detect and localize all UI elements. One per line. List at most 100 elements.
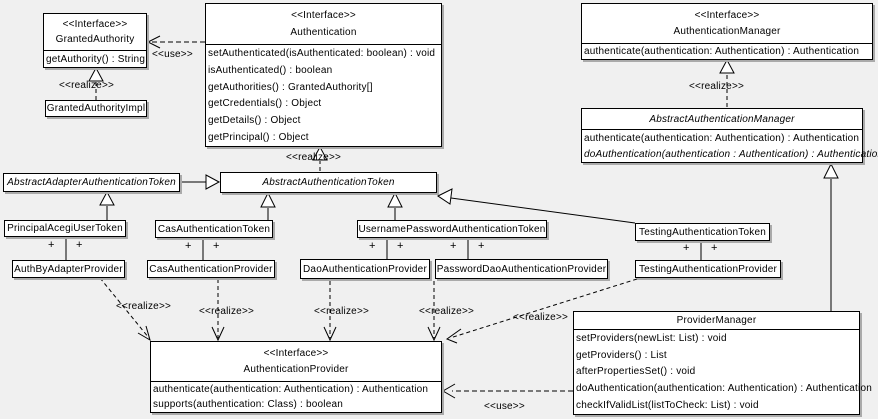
association-end-plus: + — [48, 239, 55, 251]
realize-stereotype-label: <<realize>> — [116, 301, 172, 312]
class-name: AbstractAuthenticationToken — [262, 177, 395, 188]
stereotype-label: <<Interface>> — [291, 10, 356, 21]
realize-stereotype-label: <<realize>> — [199, 306, 255, 317]
association-end-plus: + — [185, 240, 192, 252]
methods-compartment: setProviders(newList: List) : void getPr… — [574, 330, 872, 414]
association-end-plus: + — [683, 242, 690, 254]
method: setAuthenticated(isAuthenticated: boolea… — [208, 47, 436, 59]
class-header: <<Interface>> AuthenticationManager — [582, 4, 872, 44]
methods-compartment: setAuthenticated(isAuthenticated: boolea… — [206, 45, 441, 146]
class-header: AbstractAuthenticationManager — [582, 109, 862, 130]
class-name: TestingAuthenticationProvider — [638, 263, 778, 275]
methods-compartment: authenticate(authentication: Authenticat… — [582, 130, 878, 162]
class-name: PasswordDaoAuthenticationProvider — [436, 263, 607, 275]
method: isAuthenticated() : boolean — [208, 64, 333, 76]
method: checkIfValidList(listToCheck: List) : vo… — [576, 400, 759, 412]
hollow-triangle-icon — [260, 191, 276, 208]
class-auth-by-adapter-provider[interactable]: AuthByAdapterProvider — [12, 260, 125, 278]
class-authentication[interactable]: <<Interface>> Authentication setAuthenti… — [205, 3, 442, 147]
class-abstract-adapter-authentication-token[interactable]: AbstractAdapterAuthenticationToken — [3, 173, 180, 192]
class-authentication-manager[interactable]: <<Interface>> AuthenticationManager auth… — [581, 3, 873, 60]
hollow-triangle-icon — [387, 191, 403, 208]
method: getPrincipal() : Object — [208, 132, 309, 144]
class-cas-authentication-provider[interactable]: CasAuthenticationProvider — [147, 260, 275, 278]
class-name: DaoAuthenticationProvider — [303, 263, 427, 275]
realize-stereotype-label: <<realize>> — [689, 81, 745, 92]
class-name: UsernamePasswordAuthenticationToken — [358, 223, 546, 235]
class-abstract-authentication-manager[interactable]: AbstractAuthenticationManager authentica… — [581, 108, 878, 163]
class-header: <<Interface>> AuthenticationProvider — [151, 342, 441, 382]
hollow-triangle-icon — [437, 188, 453, 205]
association-end-plus: + — [76, 239, 83, 251]
method: authenticate(authentication: Authenticat… — [153, 384, 429, 395]
association-end-plus: + — [450, 240, 457, 252]
class-name: AuthenticationProvider — [243, 364, 349, 376]
class-name: AuthenticationManager — [673, 26, 781, 38]
stereotype-label: <<Interface>> — [62, 18, 128, 30]
use-stereotype-label: <<use>> — [484, 401, 525, 412]
class-granted-authority-impl[interactable]: GrantedAuthorityImpl — [45, 100, 147, 117]
realize-stereotype-label: <<realize>> — [419, 306, 475, 317]
methods-compartment: authenticate(authentication: Authenticat… — [151, 382, 441, 412]
class-abstract-authentication-token[interactable]: AbstractAuthenticationToken — [220, 172, 437, 193]
class-authentication-provider[interactable]: <<Interface>> AuthenticationProvider aut… — [150, 341, 442, 413]
open-arrowhead-icon — [137, 325, 151, 342]
association-end-plus: + — [478, 240, 485, 252]
stereotype-label: <<Interface>> — [263, 347, 329, 359]
hollow-triangle-icon — [719, 58, 735, 74]
class-name: Authentication — [290, 27, 357, 38]
method: getProviders() : List — [576, 349, 667, 361]
class-name: GrantedAuthority — [55, 34, 135, 46]
association-end-plus: + — [711, 242, 718, 254]
method: getDetails() : Object — [208, 115, 301, 127]
class-name: TestingAuthenticationToken — [639, 226, 766, 238]
class-name: CasAuthenticationProvider — [149, 263, 273, 275]
generalization-line — [450, 197, 636, 224]
hollow-triangle-icon — [823, 162, 839, 179]
association-end-plus: + — [369, 240, 376, 252]
hollow-triangle-icon — [99, 190, 115, 206]
association-end-plus: + — [397, 240, 404, 252]
method: authenticate(authentication: Authenticat… — [584, 46, 860, 57]
methods-compartment: authenticate(authentication: Authenticat… — [582, 44, 872, 59]
hollow-triangle-icon — [312, 145, 328, 161]
methods-compartment: getAuthority() : String — [44, 51, 146, 67]
realize-line — [99, 277, 150, 339]
class-username-password-authentication-token[interactable]: UsernamePasswordAuthenticationToken — [357, 220, 547, 238]
realize-stereotype-label: <<realize>> — [314, 306, 370, 317]
class-provider-manager[interactable]: ProviderManager setProviders(newList: Li… — [573, 311, 872, 415]
open-arrowhead-icon — [146, 35, 161, 49]
class-name: PrincipalAcegiUserToken — [7, 223, 123, 234]
method: getAuthorities() : GrantedAuthority[] — [208, 81, 373, 93]
class-name: CasAuthenticationToken — [157, 223, 271, 235]
open-arrowhead-icon — [427, 326, 441, 342]
class-dao-authentication-provider[interactable]: DaoAuthenticationProvider — [300, 259, 430, 279]
open-arrowhead-icon — [442, 383, 456, 399]
class-name: AbstractAdapterAuthenticationToken — [7, 177, 176, 188]
method: setProviders(newList: List) : void — [576, 332, 727, 344]
use-stereotype-label: <<use>> — [152, 49, 193, 60]
class-password-dao-authentication-provider[interactable]: PasswordDaoAuthenticationProvider — [435, 259, 608, 279]
realize-line — [449, 278, 638, 339]
class-name: AbstractAuthenticationManager — [649, 113, 795, 125]
method: getCredentials() : Object — [208, 98, 322, 110]
class-granted-authority[interactable]: <<Interface>> GrantedAuthority getAuthor… — [43, 13, 147, 68]
class-header: ProviderManager — [574, 312, 859, 330]
class-header: <<Interface>> GrantedAuthority — [44, 14, 146, 51]
realize-stereotype-label: <<realize>> — [513, 312, 569, 323]
class-name: GrantedAuthorityImpl — [46, 103, 146, 114]
stereotype-label: <<Interface>> — [694, 9, 760, 21]
method: doAuthentication(authentication : Authen… — [584, 148, 878, 160]
class-principal-acegi-user-token[interactable]: PrincipalAcegiUserToken — [4, 220, 126, 237]
class-testing-authentication-provider[interactable]: TestingAuthenticationProvider — [635, 260, 781, 278]
class-name: AuthByAdapterProvider — [14, 263, 123, 275]
class-cas-authentication-token[interactable]: CasAuthenticationToken — [155, 220, 273, 238]
realize-stereotype-label: <<realize>> — [59, 80, 115, 91]
class-testing-authentication-token[interactable]: TestingAuthenticationToken — [635, 223, 770, 241]
method: authenticate(authentication: Authenticat… — [584, 132, 860, 144]
class-header: <<Interface>> Authentication — [206, 4, 441, 45]
open-arrowhead-icon — [211, 326, 225, 342]
hollow-triangle-icon — [88, 66, 104, 82]
method: getAuthority() : String — [46, 53, 146, 65]
